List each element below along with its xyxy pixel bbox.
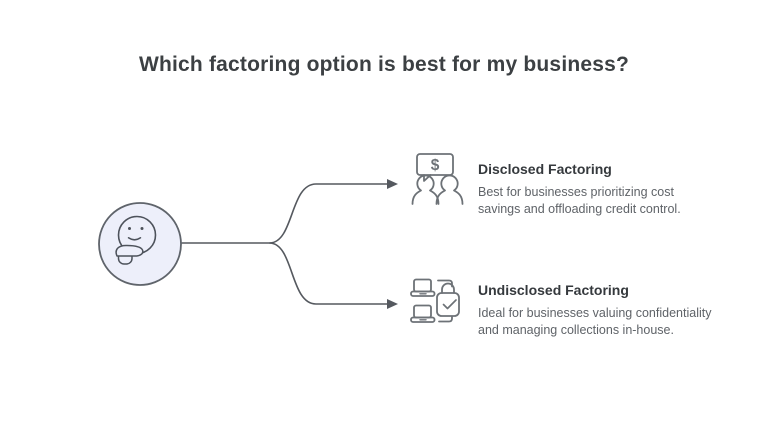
branch-connector	[181, 183, 389, 305]
chat-bubble	[416, 153, 454, 176]
thinking-face-icon	[98, 202, 182, 286]
option-disclosed-description: Best for businesses prioritizing cost sa…	[478, 185, 681, 216]
face-eye-right	[140, 227, 144, 230]
decision-node-circle	[98, 202, 182, 286]
face-frown-mouth	[127, 237, 142, 241]
arrowhead-top-icon	[387, 179, 398, 189]
sync-bracket-top	[437, 279, 453, 288]
connector-bottom-branch	[269, 242, 389, 305]
clients-dollar-chat-icon: $	[411, 153, 464, 205]
laptop-bottom-base	[410, 316, 436, 323]
face-hand-fist	[115, 244, 144, 257]
option-disclosed: Disclosed Factoring Best for businesses …	[478, 160, 730, 218]
page-title: Which factoring option is best for my bu…	[138, 53, 630, 76]
lock-checkmark	[442, 299, 457, 310]
lock-body	[436, 292, 460, 317]
dollar-sign: $	[431, 157, 440, 174]
face-eye-left	[128, 227, 131, 230]
arrowhead-bottom-icon	[387, 299, 398, 309]
person-left	[411, 174, 440, 205]
laptop-top-base	[410, 290, 436, 297]
option-undisclosed-title: Undisclosed Factoring	[478, 282, 629, 298]
sync-bracket-bottom	[438, 316, 453, 323]
option-undisclosed: Undisclosed Factoring Ideal for business…	[478, 281, 730, 339]
laptop-bottom-screen	[413, 304, 432, 319]
connector-top-branch	[269, 183, 389, 244]
chat-bubble-tail	[423, 174, 432, 182]
lock-shackle	[441, 282, 455, 294]
laptop-top-screen	[413, 278, 432, 293]
secure-laptops-lock-icon	[410, 278, 460, 323]
option-disclosed-title: Disclosed Factoring	[478, 161, 612, 177]
option-undisclosed-description: Ideal for businesses valuing confidentia…	[478, 306, 712, 337]
person-right	[435, 174, 464, 205]
